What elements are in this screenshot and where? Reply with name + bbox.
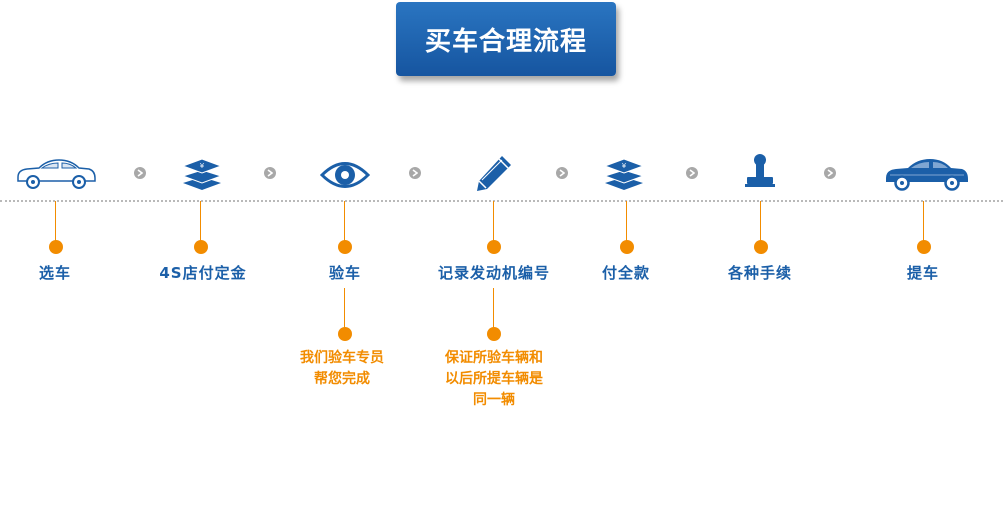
chevron-right-icon [409, 167, 421, 179]
note-dot [338, 327, 352, 341]
chevron-right-icon [264, 167, 276, 179]
money-stack-icon: ¥ [181, 158, 223, 190]
car-outline-icon [17, 159, 96, 189]
step-dot [487, 240, 501, 254]
step-dot [620, 240, 634, 254]
car-filled-icon [886, 159, 968, 191]
note-connector [344, 288, 345, 328]
svg-text:¥: ¥ [622, 162, 627, 170]
chevron-right-icon [134, 167, 146, 179]
step-label-select-car: 选车 [38, 264, 72, 282]
inspect-note-line: 我们验车专员 [300, 350, 384, 366]
step-label-inspect: 验车 [328, 264, 362, 282]
step-label-pickup: 提车 [906, 264, 940, 282]
step-label-paperwork: 各种手续 [727, 264, 793, 282]
title-banner: 买车合理流程 [396, 2, 616, 76]
step-dot [49, 240, 63, 254]
step-dot [338, 240, 352, 254]
pencil-icon [477, 156, 511, 191]
inspect-note-line: 帮您完成 [314, 371, 370, 387]
chevron-right-icon [556, 167, 568, 179]
step-label-deposit: 4S店付定金 [159, 264, 247, 282]
engine-note-line: 同一辆 [473, 392, 515, 408]
step-dot [754, 240, 768, 254]
note-dot [487, 327, 501, 341]
step-connector [626, 201, 627, 241]
step-label-full-payment: 付全款 [601, 264, 651, 282]
step-dot [194, 240, 208, 254]
step-connector [923, 201, 924, 241]
timeline-dotted-line [0, 200, 1003, 202]
money-stack-icon: ¥ [603, 158, 645, 190]
chevron-right-icon [686, 167, 698, 179]
inspect-note: 我们验车专员 帮您完成 [300, 348, 384, 390]
stamp-icon [745, 154, 775, 187]
svg-text:¥: ¥ [200, 162, 205, 170]
step-connector [493, 201, 494, 241]
step-connector [55, 201, 56, 241]
step-label-engine-number: 记录发动机编号 [437, 264, 551, 282]
page-title: 买车合理流程 [424, 26, 587, 57]
step-connector [200, 201, 201, 241]
engine-note-line: 以后所提车辆是 [445, 371, 543, 387]
eye-icon [320, 162, 370, 188]
step-dot [917, 240, 931, 254]
step-connector [760, 201, 761, 241]
engine-note-line: 保证所验车辆和 [445, 350, 543, 366]
engine-note: 保证所验车辆和 以后所提车辆是 同一辆 [445, 348, 543, 411]
step-connector [344, 201, 345, 241]
chevron-right-icon [824, 167, 836, 179]
note-connector [493, 288, 494, 328]
